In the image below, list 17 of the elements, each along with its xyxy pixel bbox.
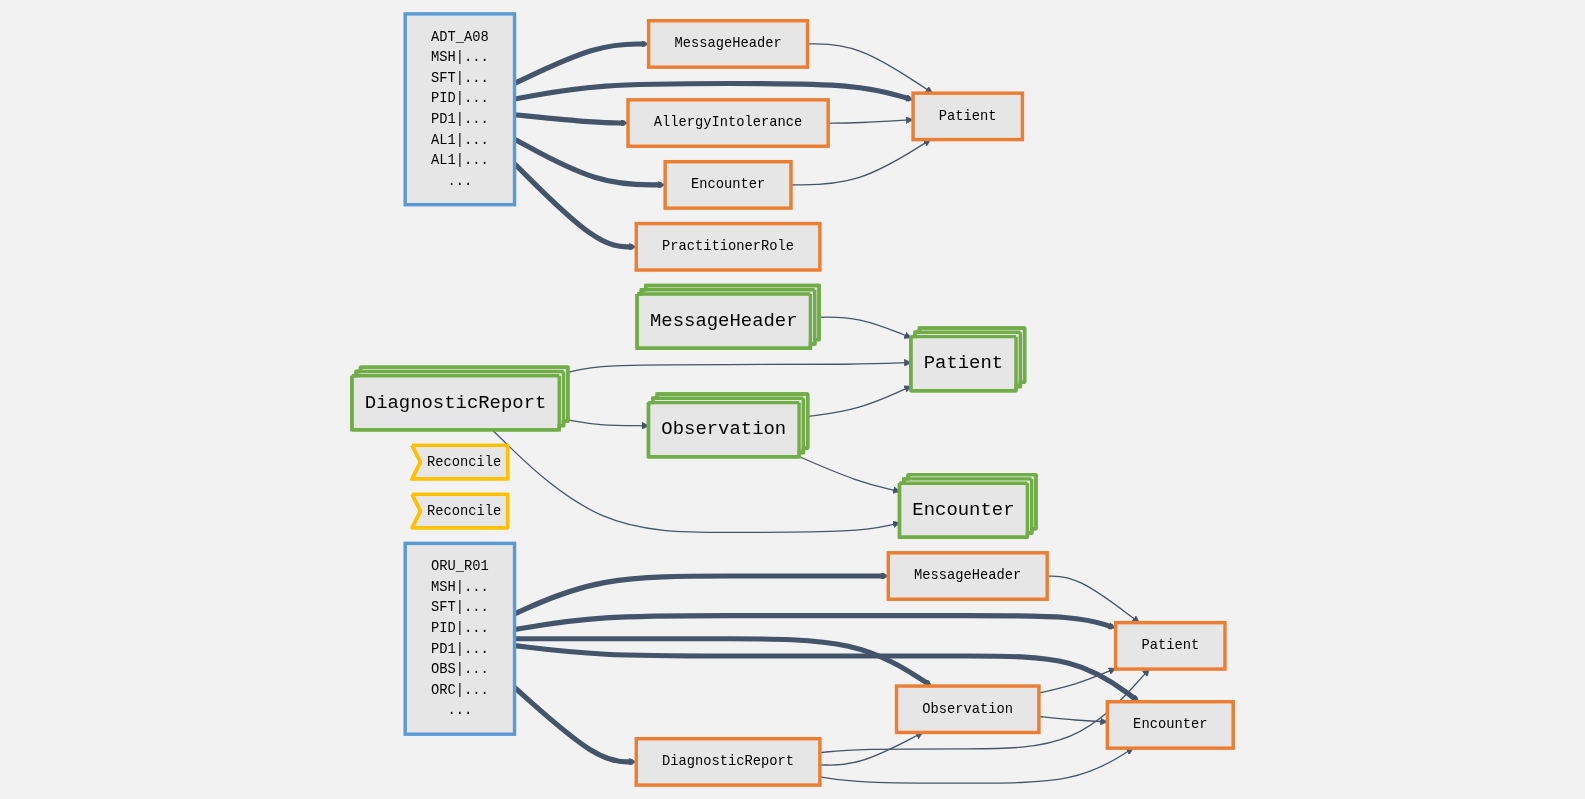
node-box: Encounter: [663, 160, 793, 210]
node-box: PractitionerRole: [634, 221, 822, 272]
node-box: Patient: [1113, 620, 1227, 671]
arrow: [513, 136, 666, 189]
node-box: MessageHeader: [646, 19, 810, 69]
node-box: DiagnosticReport: [634, 736, 822, 787]
node-box: Observation: [894, 684, 1041, 735]
node-box: MessageHeader: [886, 551, 1049, 601]
arrow: [514, 112, 629, 127]
arrow: [807, 385, 912, 418]
node-box: Patient: [911, 91, 1025, 142]
arrow: [513, 40, 649, 86]
node-box: ADT_A08 MSH|... SFT|... PID|... PD1|... AL1|... AL1|... ...: [403, 12, 517, 207]
node-box: AllergyIntolerance: [626, 98, 830, 148]
node-box: Encounter: [1105, 700, 1235, 750]
arrow: [818, 316, 912, 339]
node-box: ORU_R01 MSH|... SFT|... PID|... PD1|... OBS|... ORC|... ...: [403, 541, 517, 736]
